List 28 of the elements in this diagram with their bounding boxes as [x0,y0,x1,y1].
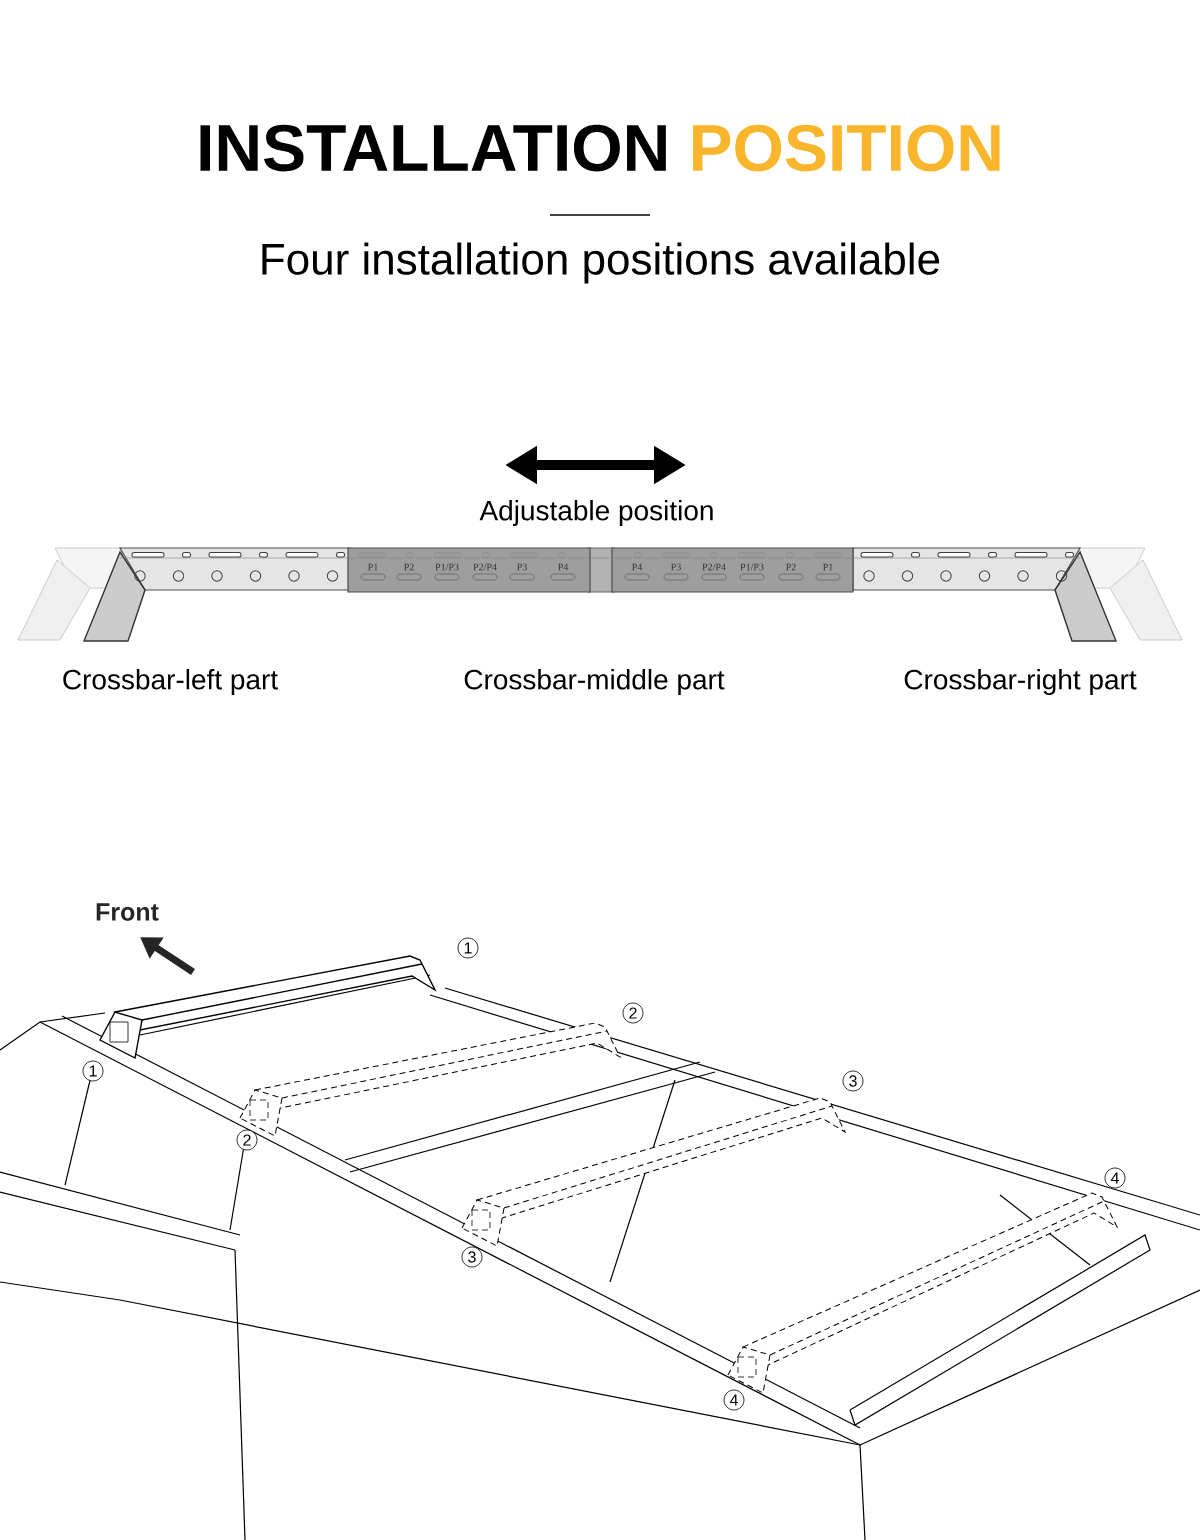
part-label: Crossbar-middle part [464,668,725,696]
direction-label: Front [96,903,159,921]
position-mark: P2 [786,563,796,571]
position-mark: P2 [404,563,414,571]
position-mark: P3 [671,563,681,571]
part-label: Crossbar-right part [904,668,1137,696]
position-mark: P3 [517,563,527,571]
position-mark: P1/P3 [435,563,459,571]
callout-number: 4 [1104,1167,1126,1189]
position-mark: P2/P4 [473,563,497,571]
position-mark: P1 [368,563,378,571]
part-label: Adjustable position [479,499,713,527]
callout-number: 2 [236,1129,258,1151]
position-mark: P4 [558,563,569,571]
callout-number: 2 [622,1002,644,1024]
callout-number: 1 [82,1060,104,1082]
callout-number: 4 [723,1389,745,1411]
heading: INSTALLATION [200,124,666,172]
callout-number: 3 [842,1070,864,1092]
heading: POSITION [693,124,1000,172]
callout-number: 3 [461,1246,483,1268]
subtitle: Four installation positions available [262,242,940,284]
part-label: Crossbar-left part [63,668,278,696]
callout-number: 1 [457,937,479,959]
position-mark: P4 [632,563,643,571]
position-mark: P1/P3 [740,563,764,571]
position-mark: P1 [823,563,833,571]
position-mark: P2/P4 [702,563,726,571]
